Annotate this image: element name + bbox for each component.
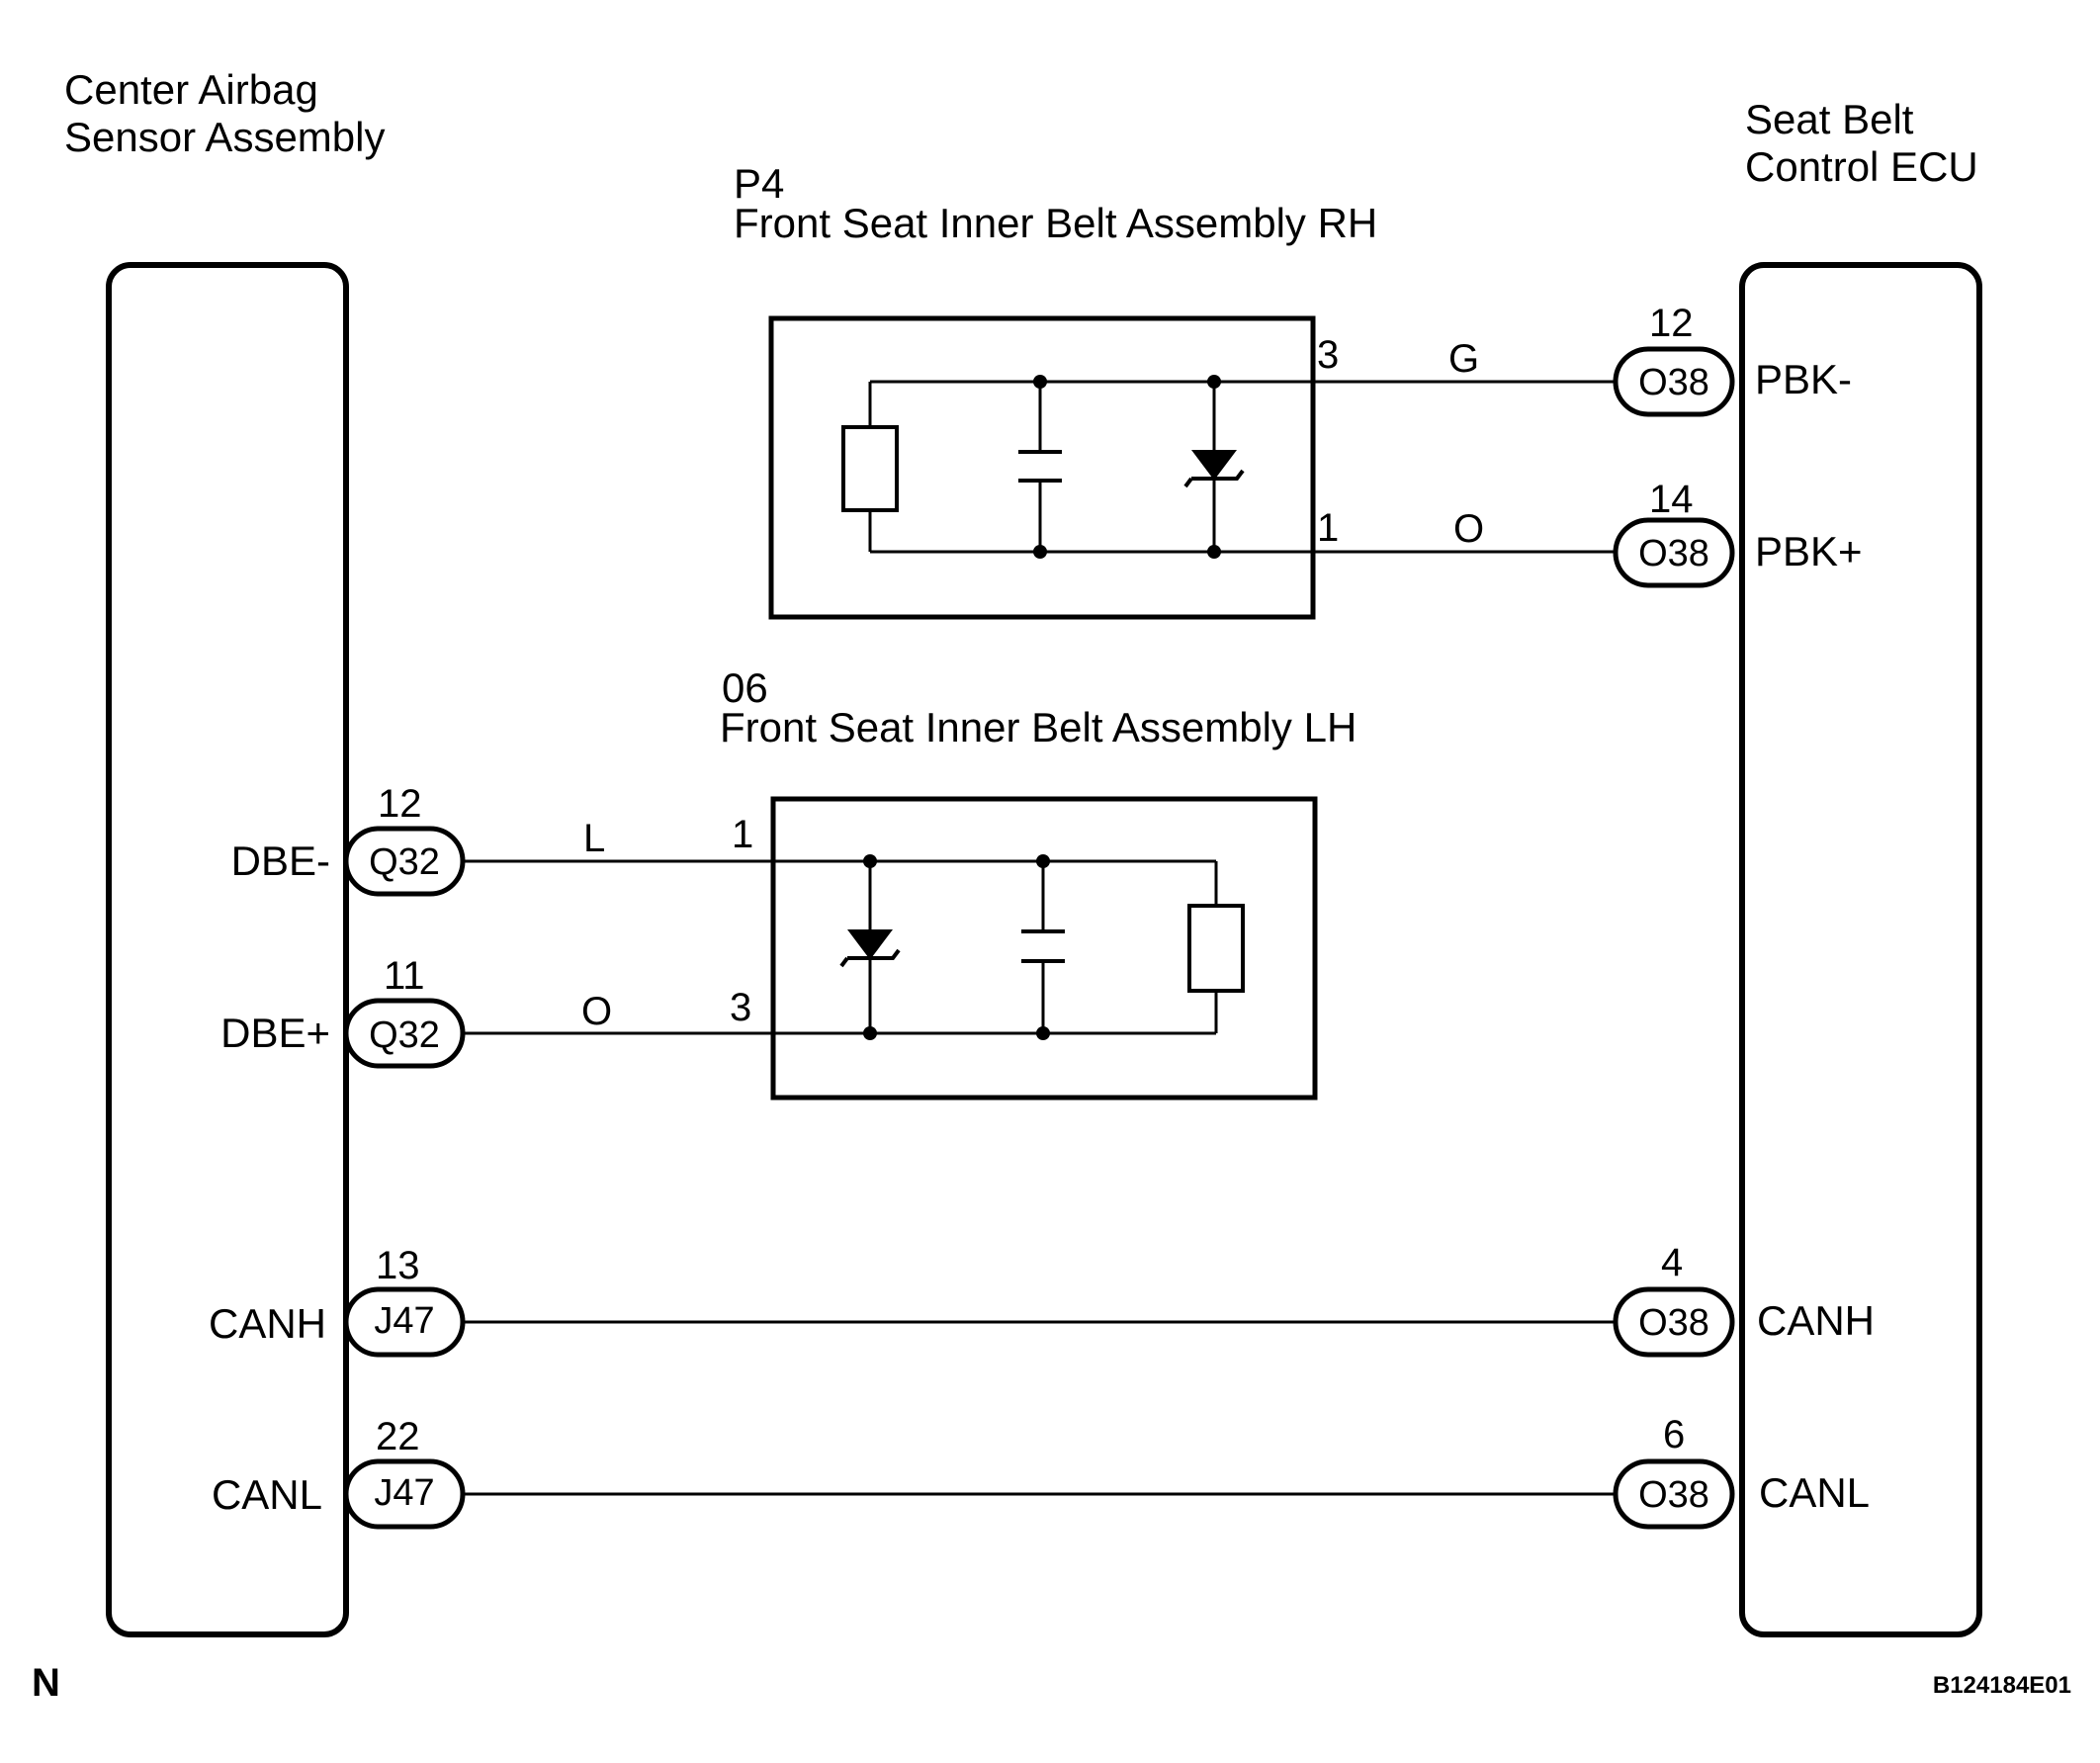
pbk-minus-pin-number: 12: [1649, 302, 1694, 345]
rh-junction-dot: [1033, 545, 1047, 559]
left-module-title-line1: Center Airbag: [64, 66, 318, 113]
dbe-plus-wire-color: O: [581, 990, 612, 1033]
lh-zener-bar: [839, 948, 901, 968]
right-module-title-line2: Control ECU: [1745, 143, 1978, 190]
pbk-plus-pin-number: 14: [1649, 478, 1694, 521]
left-module-title-line2: Sensor Assembly: [64, 114, 385, 160]
canl-right-connector: [1613, 1458, 1735, 1530]
lh-diode-icon: [847, 929, 893, 960]
rh-belt-pin-top: 3: [1317, 333, 1339, 377]
canh-left-pin-number: 13: [376, 1244, 420, 1287]
rh-zener-bar: [1183, 469, 1245, 488]
canh-right-connector-label: O38: [1638, 1302, 1709, 1344]
rh-belt-code: P4: [734, 160, 784, 207]
canl-left-terminal: CANL: [212, 1471, 322, 1518]
canl-right-connector-label: O38: [1638, 1474, 1709, 1516]
canh-right-terminal: CANH: [1757, 1297, 1875, 1344]
right-module-title-line1: Seat Belt: [1745, 96, 1914, 142]
footer-left-label: N: [32, 1661, 60, 1705]
canl-right-pin-number: 6: [1663, 1413, 1685, 1456]
canl-left-connector: [343, 1458, 466, 1530]
pbk-minus-connector: [1613, 346, 1735, 417]
pbk-plus-terminal: PBK+: [1755, 528, 1863, 574]
footer-figure-id: B124184E01: [1933, 1672, 2071, 1699]
lh-belt-pin-bottom: 3: [730, 986, 751, 1029]
lh-belt-title: Front Seat Inner Belt Assembly LH: [720, 704, 1356, 750]
dbe-minus-connector-label: Q32: [369, 841, 440, 883]
seat-belt-control-ecu-box: [1739, 262, 1982, 1637]
lh-junction-dot: [863, 1026, 877, 1040]
canh-right-pin-number: 4: [1661, 1241, 1683, 1284]
canl-left-pin-number: 22: [376, 1415, 420, 1458]
pbk-minus-wire-color: G: [1448, 337, 1479, 381]
pbk-minus-connector-label: O38: [1638, 362, 1709, 403]
lh-junction-dot: [1036, 1026, 1050, 1040]
lh-belt-code: 06: [722, 664, 768, 711]
lh-junction-dot: [1036, 854, 1050, 868]
rh-belt-pin-bottom: 1: [1317, 506, 1339, 550]
pbk-plus-connector: [1613, 517, 1735, 588]
dbe-minus-terminal: DBE-: [231, 837, 330, 884]
dbe-minus-pin-number: 12: [378, 782, 422, 826]
dbe-plus-connector: [343, 998, 466, 1069]
lh-belt-circuit: [773, 854, 1245, 1040]
rh-junction-dot: [1207, 375, 1221, 389]
lh-resistor: [1187, 904, 1245, 993]
canh-right-connector: [1613, 1286, 1735, 1358]
canl-left-connector-label: J47: [374, 1472, 434, 1514]
rh-belt-box: [768, 315, 1316, 620]
dbe-plus-terminal: DBE+: [220, 1010, 330, 1056]
pbk-plus-connector-label: O38: [1638, 533, 1709, 574]
rh-belt-circuit: [841, 375, 1313, 559]
dbe-minus-connector: [343, 826, 466, 897]
pbk-plus-wire-color: O: [1453, 507, 1484, 551]
dbe-plus-pin-number: 11: [384, 954, 425, 998]
lh-belt-box: [770, 796, 1318, 1101]
canh-left-connector-label: J47: [374, 1300, 434, 1342]
pbk-minus-terminal: PBK-: [1755, 356, 1852, 402]
lh-belt-pin-top: 1: [732, 813, 753, 856]
canh-left-connector: [343, 1286, 466, 1358]
center-airbag-sensor-box: [106, 262, 349, 1637]
rh-diode-icon: [1191, 450, 1237, 481]
canh-left-terminal: CANH: [209, 1300, 326, 1347]
left-module-title: Center Airbag Sensor Assembly: [64, 66, 385, 160]
rh-belt-title: Front Seat Inner Belt Assembly RH: [734, 200, 1377, 246]
rh-resistor: [841, 425, 899, 512]
rh-junction-dot: [1207, 545, 1221, 559]
rh-junction-dot: [1033, 375, 1047, 389]
right-module-title: Seat Belt Control ECU: [1745, 96, 1978, 190]
dbe-plus-connector-label: Q32: [369, 1014, 440, 1056]
lh-junction-dot: [863, 854, 877, 868]
dbe-minus-wire-color: L: [583, 817, 605, 860]
canl-right-terminal: CANL: [1759, 1469, 1870, 1516]
